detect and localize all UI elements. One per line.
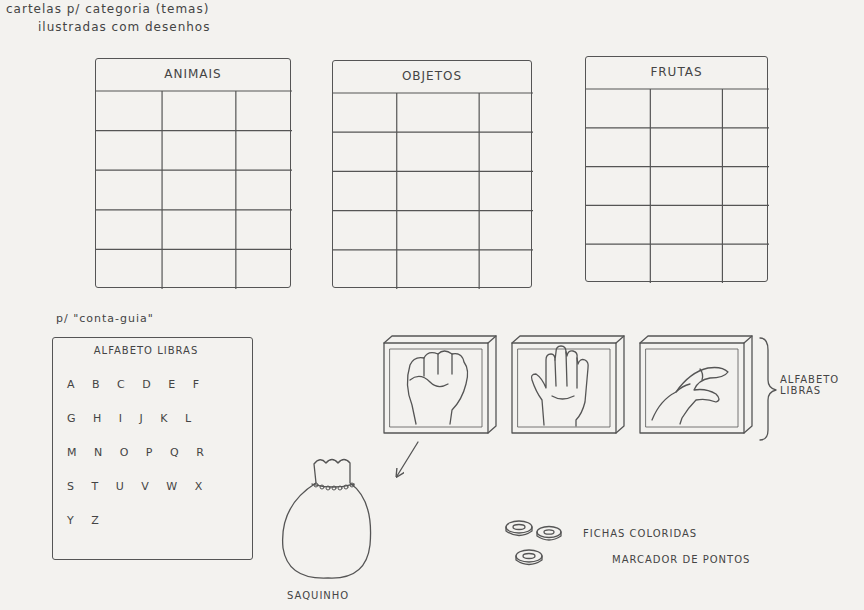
note-label: SAQUINHO xyxy=(287,590,349,601)
alphabet-card: ALFABETO LIBRAS A B C D E F G H I J K L M N… xyxy=(52,337,253,560)
grid-line xyxy=(722,89,723,283)
card-heading: ANIMAIS xyxy=(96,59,290,89)
grid-line xyxy=(586,88,769,89)
grid-line xyxy=(333,210,533,211)
alphabet-row: Y Z xyxy=(67,514,238,528)
grid-line xyxy=(96,209,292,210)
grid-line xyxy=(586,166,769,167)
grid-line xyxy=(333,92,533,93)
note-label: p/ "conta-guia" xyxy=(56,312,154,325)
grid-line xyxy=(96,170,292,171)
card-heading: OBJETOS xyxy=(333,61,531,91)
note-label: cartelas p/ categoria (temas) xyxy=(6,2,209,16)
sign-cube xyxy=(384,336,496,433)
note-label: ALFABETO LIBRAS xyxy=(780,374,852,396)
card-heading: ALFABETO LIBRAS xyxy=(91,344,201,358)
alphabet-row: S T U V W X xyxy=(67,480,238,494)
grid-line xyxy=(586,205,769,206)
category-card: OBJETOS xyxy=(332,60,532,288)
grid-line xyxy=(586,127,769,128)
category-card: FRUTAS xyxy=(585,56,768,282)
alphabet-row: M N O P Q R xyxy=(67,446,238,460)
note-label: MARCADOR DE PONTOS xyxy=(612,554,750,565)
bracket xyxy=(760,338,776,440)
grid-line xyxy=(96,249,292,250)
grid-line xyxy=(161,91,162,289)
grid-lines xyxy=(586,57,769,283)
grid-line xyxy=(333,249,533,250)
bag-illustration xyxy=(283,460,371,579)
sign-cube xyxy=(512,336,624,433)
alphabet-row: A B C D E F xyxy=(67,378,238,392)
category-card: ANIMAIS xyxy=(95,58,291,288)
note-label: ilustradas com desenhos xyxy=(38,20,210,34)
leader-arrow xyxy=(397,442,418,476)
sign-cube xyxy=(640,336,752,433)
card-heading: FRUTAS xyxy=(586,57,767,87)
alphabet-row: G H I J K L xyxy=(67,412,238,426)
grid-line xyxy=(586,244,769,245)
grid-line xyxy=(96,130,292,131)
grid-lines xyxy=(96,59,292,289)
grid-line xyxy=(479,93,480,289)
grid-line xyxy=(96,90,292,91)
grid-line xyxy=(396,93,397,289)
grid-line xyxy=(650,89,651,283)
grid-line xyxy=(333,132,533,133)
grid-lines xyxy=(333,61,533,289)
grid-line xyxy=(333,171,533,172)
coin-tokens xyxy=(506,521,561,565)
grid-line xyxy=(235,91,236,289)
note-label: FICHAS COLORIDAS xyxy=(583,528,697,539)
